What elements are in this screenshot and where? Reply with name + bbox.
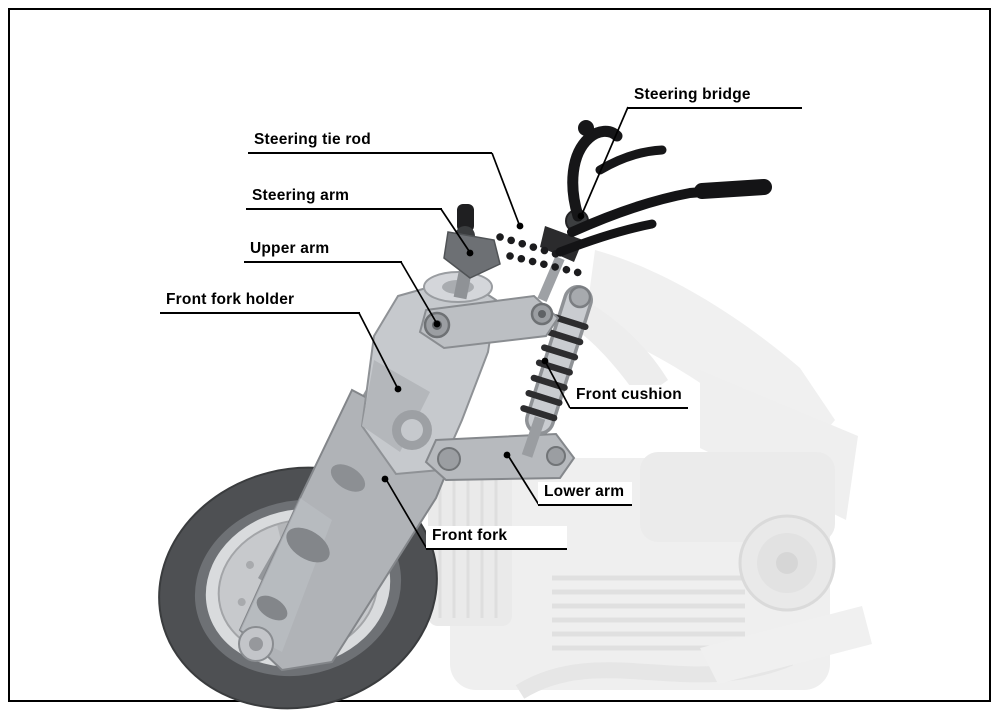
leader-front-cushion [545,362,571,409]
label-text: Front cushion [576,386,682,403]
label-front-cushion: Front cushion [570,385,688,409]
front-cushion-part [520,285,593,458]
cushion-spring [520,313,589,422]
steering-bridge-part [567,120,667,222]
label-text: Upper arm [250,240,330,257]
leader-steering-bridge [581,106,629,215]
label-front-fork-holder: Front fork holder [160,290,360,314]
label-text: Steering tie rod [254,131,371,148]
label-text: Front fork [432,527,508,544]
leader-steering-tie-rod [491,152,520,225]
label-steering-tie-rod: Steering tie rod [248,130,492,154]
leader-steering-arm [440,208,470,252]
label-steering-arm: Steering arm [246,186,442,210]
label-text: Steering bridge [634,86,751,103]
label-front-fork: Front fork [426,526,567,550]
leader-front-fork-holder [358,312,398,388]
label-upper-arm: Upper arm [244,239,402,263]
label-text: Steering arm [252,187,350,204]
label-steering-bridge: Steering bridge [628,85,802,109]
handlebar-part [555,179,772,257]
steering-tie-rod-part [496,233,584,277]
leader-lower-arm [508,456,540,506]
leader-upper-arm [400,261,437,323]
leader-front-fork [386,480,428,550]
label-text: Front fork holder [166,291,295,308]
diagram-border [8,8,991,702]
label-text: Lower arm [544,483,625,500]
lower-arm-part [424,432,576,482]
label-lower-arm: Lower arm [538,482,632,506]
leader-lines [358,106,629,550]
